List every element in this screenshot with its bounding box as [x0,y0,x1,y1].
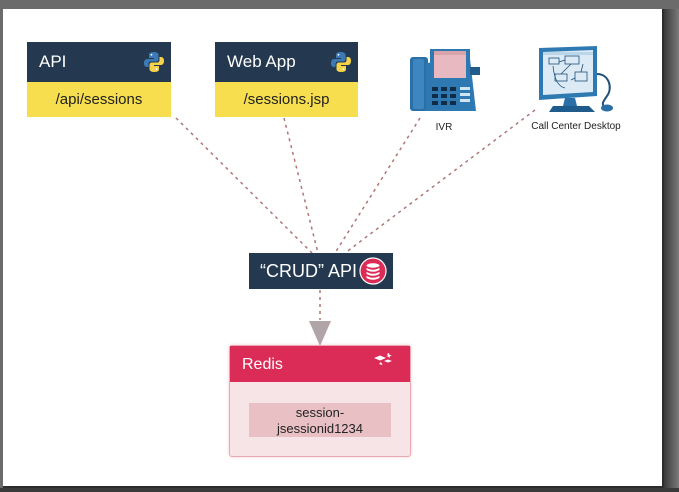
api-service-title: API [39,52,67,71]
link-api-to-crud [175,117,313,254]
call-center-desktop-label: Call Center Desktop [531,121,621,132]
crud-api-label: “CRUD” API [260,261,358,281]
ivr-label: IVR [435,122,453,133]
webapp-service-title: Web App [227,52,296,71]
session-key-line-1: session- [295,405,345,420]
arrow-head-to-redis [309,321,331,346]
computer-monitor-icon[interactable] [535,44,619,114]
window-edge-shadow [664,9,679,492]
link-ivr-to-crud [334,117,421,254]
webapp-endpoint-path: /sessions.jsp [215,82,358,117]
webapp-service-header[interactable]: Web App [215,42,358,82]
link-desktop-to-crud [344,109,536,254]
redis-title: Redis [242,356,283,373]
redis-header: Redis [230,346,410,382]
crud-api-node[interactable]: “CRUD” API [249,253,393,289]
api-service-header[interactable]: API [27,42,171,82]
session-key: session- jsessionid1234 [249,403,391,437]
database-icon [359,257,387,285]
python-icon [144,52,164,72]
redis-node[interactable]: Redis session- jsessionid1234 [229,345,411,457]
window-bottom-shadow [0,488,679,492]
desk-phone-icon[interactable] [404,45,486,117]
python-icon [331,52,351,72]
api-endpoint-path: /api/sessions [27,82,171,117]
redis-logo-icon [374,353,392,365]
link-webapp-to-crud [283,117,319,254]
session-key-line-2: jsessionid1234 [276,421,363,436]
